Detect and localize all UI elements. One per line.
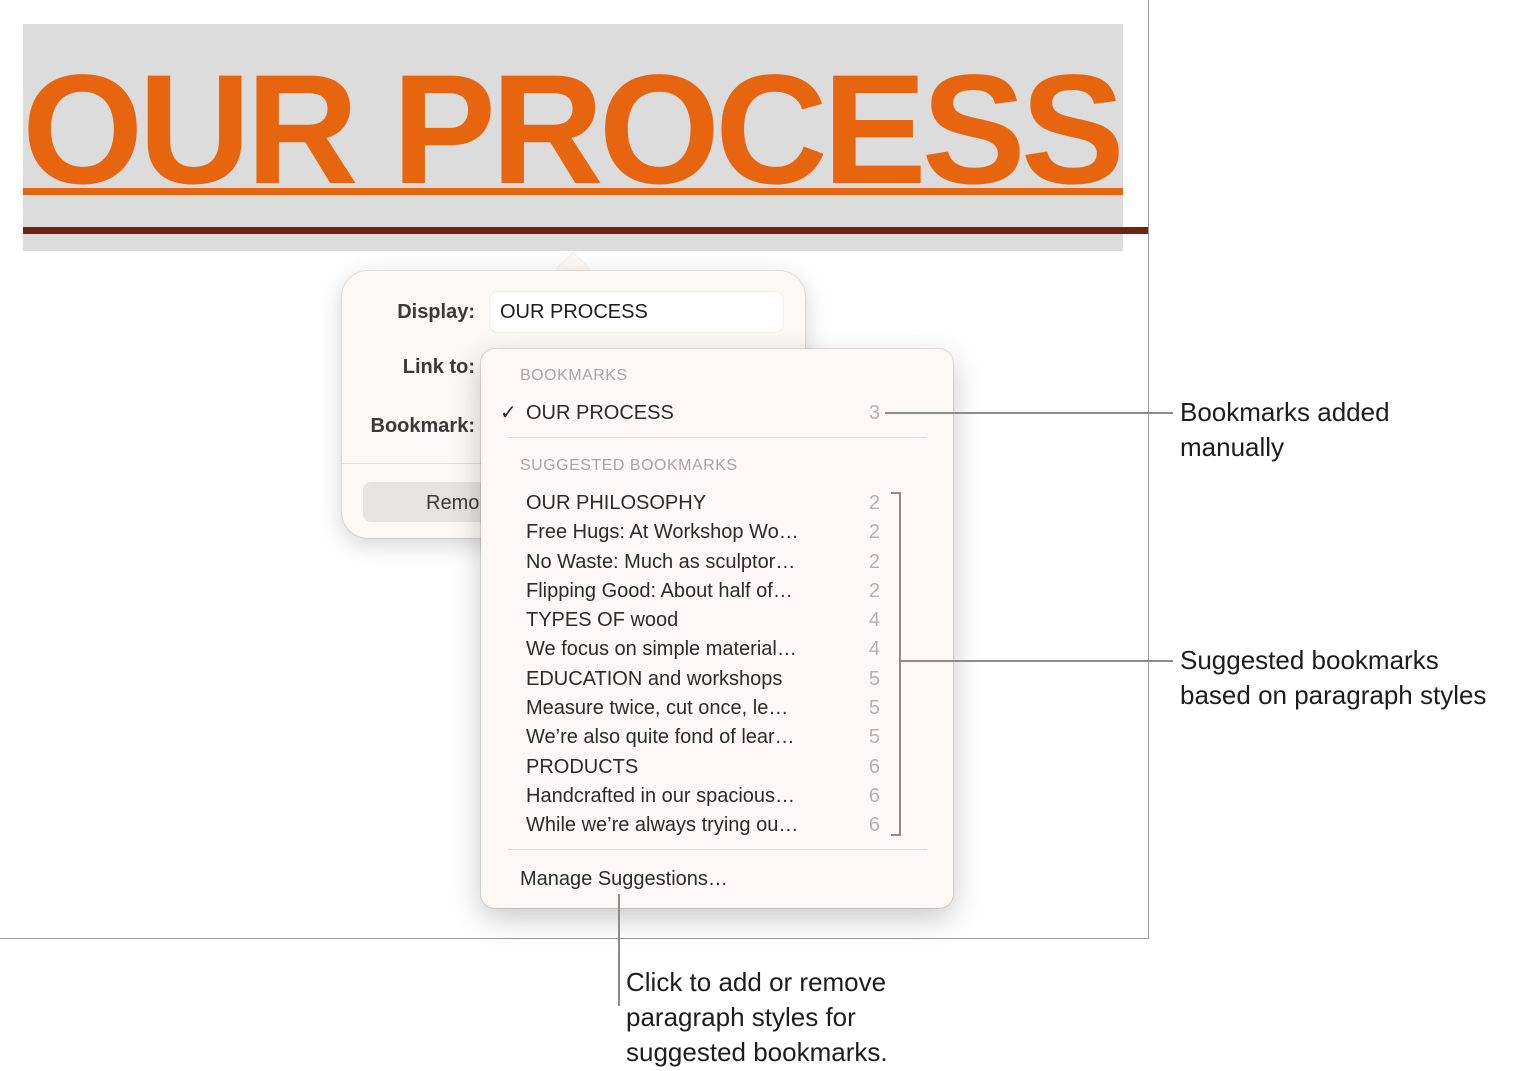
manage-suggestions-item[interactable]: Manage Suggestions… — [520, 868, 728, 890]
menu-item-page: 6 — [868, 756, 880, 778]
menu-item-page: 6 — [868, 814, 880, 836]
menu-item-page: 5 — [868, 697, 880, 719]
callout-line: Click to add or remove — [626, 967, 887, 997]
callout-line: suggested bookmarks. — [626, 1037, 888, 1067]
menu-item-label: Measure twice, cut once, le… — [526, 697, 789, 719]
menu-item-label: OUR PHILOSOPHY — [526, 492, 707, 514]
callout-manual: Bookmarks added manually — [1180, 395, 1390, 465]
menu-item-our-process[interactable]: ✓ OUR PROCESS 3 — [500, 399, 890, 428]
heading-selection-highlight — [23, 24, 1123, 251]
suggested-item[interactable]: We focus on simple material… 4 — [500, 635, 890, 664]
menu-item-page: 5 — [868, 726, 880, 748]
menu-item-label: While we’re always trying ou… — [526, 814, 799, 836]
menu-item-label: EDUCATION and workshops — [526, 668, 783, 690]
callout-line: manually — [1180, 432, 1285, 462]
menu-item-page: 2 — [868, 521, 880, 543]
link-to-label: Link to: — [402, 356, 475, 378]
bookmark-menu — [481, 349, 953, 908]
menu-item-label: No Waste: Much as sculptor… — [526, 551, 796, 573]
menu-item-label: We focus on simple material… — [526, 638, 797, 660]
suggested-item[interactable]: Free Hugs: At Workshop Wo… 2 — [500, 518, 890, 547]
menu-item-page: 2 — [868, 492, 880, 514]
menu-item-page: 4 — [868, 609, 880, 631]
suggested-item[interactable]: Measure twice, cut once, le… 5 — [500, 694, 890, 723]
suggested-item[interactable]: EDUCATION and workshops 5 — [500, 665, 890, 694]
document-heading[interactable]: OUR PROCESS — [22, 43, 1125, 217]
callout-leader-manual — [885, 412, 1173, 414]
suggested-item[interactable]: Handcrafted in our spacious… 6 — [500, 782, 890, 811]
menu-item-page: 2 — [868, 551, 880, 573]
callout-line: based on paragraph styles — [1180, 680, 1487, 710]
menu-item-label: Flipping Good: About half of… — [526, 580, 793, 602]
menu-item-page: 2 — [868, 580, 880, 602]
menu-separator — [508, 849, 927, 850]
menu-item-page: 3 — [868, 402, 880, 424]
menu-item-page: 6 — [868, 785, 880, 807]
callout-line: Bookmarks added — [1180, 397, 1390, 427]
menu-item-page: 4 — [868, 638, 880, 660]
suggested-item[interactable]: Flipping Good: About half of… 2 — [500, 577, 890, 606]
heading-rule-line — [23, 227, 1148, 234]
suggested-item[interactable]: We’re also quite fond of lear… 5 — [500, 723, 890, 752]
suggested-item[interactable]: While we’re always trying ou… 6 — [500, 811, 890, 840]
suggested-bracket — [891, 492, 901, 836]
display-label: Display: — [397, 301, 475, 323]
menu-item-label: PRODUCTS — [526, 756, 639, 778]
callout-line: paragraph styles for — [626, 1002, 856, 1032]
suggested-item[interactable]: OUR PHILOSOPHY 2 — [500, 489, 890, 518]
bookmark-label: Bookmark: — [370, 415, 475, 437]
menu-separator — [508, 437, 927, 438]
heading-link-underline — [23, 188, 1123, 195]
menu-item-label: We’re also quite fond of lear… — [526, 726, 795, 748]
menu-item-label: TYPES OF wood — [526, 609, 679, 631]
bookmarks-section-header: BOOKMARKS — [520, 367, 628, 384]
suggested-section-header: SUGGESTED BOOKMARKS — [520, 457, 738, 474]
checkmark-icon: ✓ — [500, 402, 517, 424]
display-field[interactable]: OUR PROCESS — [490, 292, 783, 332]
suggested-item[interactable]: PRODUCTS 6 — [500, 753, 890, 782]
menu-item-label: OUR PROCESS — [526, 402, 674, 424]
callout-line: Suggested bookmarks — [1180, 645, 1439, 675]
callout-leader-suggested — [901, 660, 1173, 662]
menu-item-label: Handcrafted in our spacious… — [526, 785, 796, 807]
callout-leader-manage — [618, 894, 620, 1006]
menu-item-label: Free Hugs: At Workshop Wo… — [526, 521, 799, 543]
suggested-item[interactable]: No Waste: Much as sculptor… 2 — [500, 548, 890, 577]
menu-item-page: 5 — [868, 668, 880, 690]
callout-suggested: Suggested bookmarks based on paragraph s… — [1180, 643, 1486, 713]
callout-manage: Click to add or remove paragraph styles … — [626, 965, 888, 1070]
suggested-item[interactable]: TYPES OF wood 4 — [500, 606, 890, 635]
